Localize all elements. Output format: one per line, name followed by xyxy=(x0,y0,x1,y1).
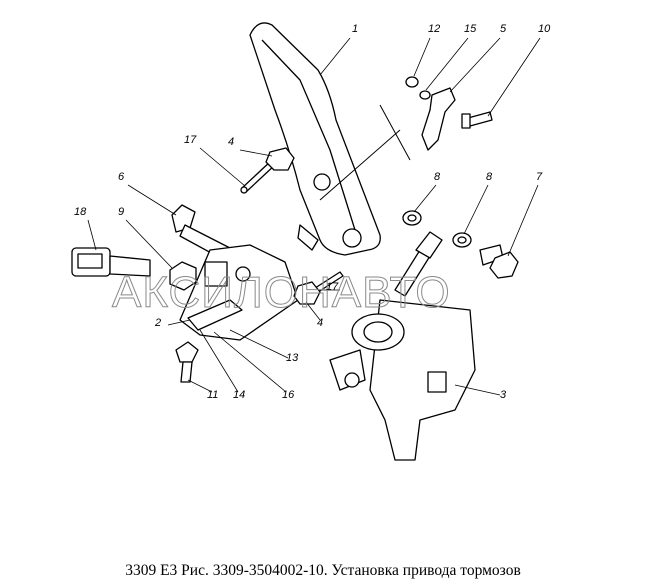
callout-17b: 17 xyxy=(326,281,339,293)
callout-11: 11 xyxy=(207,389,219,401)
callout-12: 12 xyxy=(428,23,441,35)
callout-15: 15 xyxy=(464,23,477,35)
callout-3: 3 xyxy=(500,389,507,401)
callout-4b: 4 xyxy=(317,317,324,329)
callout-9: 9 xyxy=(118,206,125,218)
callout-16: 16 xyxy=(282,389,295,401)
callout-leaders xyxy=(87,37,541,396)
callout-8b: 8 xyxy=(486,171,493,183)
watermark: АКСИЛОНАВТО xyxy=(112,268,451,318)
upper-bracket-parts xyxy=(405,76,493,151)
callout-18: 18 xyxy=(74,206,87,218)
callout-6: 6 xyxy=(118,171,125,183)
washers-and-bolt xyxy=(402,210,519,279)
pedal-bracket xyxy=(179,244,299,341)
callout-17: 17 xyxy=(184,134,197,146)
callout-4: 4 xyxy=(228,136,235,148)
brake-master-cylinder xyxy=(329,231,476,461)
callout-13: 13 xyxy=(286,352,299,364)
callout-14: 14 xyxy=(233,389,246,401)
callout-5: 5 xyxy=(500,23,507,35)
figure-caption: 3309 Е3 Рис. 3309-3504002-10. Установка … xyxy=(125,562,521,579)
callout-10: 10 xyxy=(538,23,551,35)
callout-2: 2 xyxy=(155,317,162,329)
callout-1: 1 xyxy=(352,23,359,35)
bracket-bolt xyxy=(175,341,199,383)
callout-8: 8 xyxy=(434,171,441,183)
brake-light-switch xyxy=(71,247,151,277)
pin-and-nut-lower xyxy=(293,271,344,305)
callout-7: 7 xyxy=(536,171,543,183)
pin-and-nut-upper xyxy=(240,147,295,194)
pedal-lever xyxy=(249,22,411,256)
